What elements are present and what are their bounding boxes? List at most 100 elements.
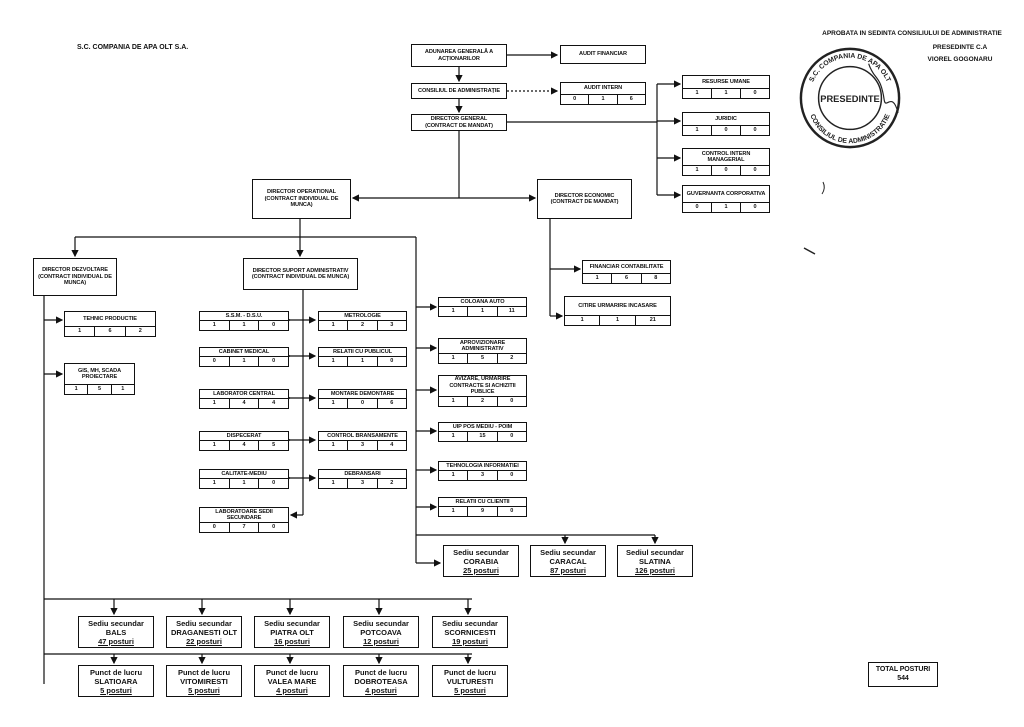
economic-dept-box-label: FINANCIAR CONTABILITATE: [589, 263, 664, 270]
audit-intern-label: AUDIT INTERN: [583, 85, 623, 92]
suport-left-box-label: LABORATOR CENTRAL: [213, 390, 275, 397]
aga-box[interactable]: ADUNAREA GENERALĂ A ACȚIONARILOR: [411, 44, 507, 67]
headcount-cell: 1: [347, 357, 376, 366]
suport-left-box-label: S.S.M. - D.S.U.: [225, 312, 263, 319]
director-suport-box[interactable]: DIRECTOR SUPORT ADMINISTRATIV (CONTRACT …: [243, 258, 358, 290]
site-line-3: 16 posturi: [274, 637, 310, 646]
headcount-cell: 1: [695, 90, 699, 96]
headcount-cell: 0: [258, 321, 288, 330]
operational-dept-box[interactable]: AVIZARE, URMARIRE CONTRACTE SI ACHIZITII…: [438, 375, 527, 407]
headcount-cell: 4: [258, 399, 288, 408]
headcount-cell: 6: [94, 327, 124, 336]
director-operational-label: DIRECTOR OPERATIONAL (CONTRACT INDIVIDUA…: [264, 189, 339, 209]
site-line-3: 5 posturi: [188, 686, 220, 695]
director-economic-box[interactable]: DIRECTOR ECONOMIC (CONTRACT DE MANDAT): [537, 179, 632, 219]
site-line-3: 47 posturi: [98, 637, 134, 646]
suport-left-box-label: LABORATOARE SEDII SECUNDARE: [215, 508, 273, 521]
headcount-cell: 21: [634, 316, 670, 325]
site-line-1: Punct de lucru: [177, 668, 231, 677]
headcount-cell: 6: [376, 399, 406, 408]
director-dezvoltare-box[interactable]: DIRECTOR DEZVOLTARE (CONTRACT INDIVIDUAL…: [33, 258, 117, 296]
site-line-2: DOBROTEASA: [354, 677, 408, 686]
operational-dept-box-label: COLOANA AUTO: [460, 298, 505, 305]
headcount-cell: 5: [467, 354, 496, 363]
suport-left-box-label: DISPECERAT: [226, 432, 262, 439]
site-line-1: Sediu secundar: [540, 548, 596, 557]
site-line-3: 19 posturi: [452, 637, 488, 646]
headcount-cell: 1: [451, 508, 455, 514]
director-suport-label: DIRECTOR SUPORT ADMINISTRATIV (CONTRACT …: [251, 267, 350, 280]
site-line-1: Sediu secundar: [176, 619, 232, 628]
headcount-cell: 15: [467, 432, 496, 441]
site-line-1: Punct de lucru: [354, 668, 408, 677]
site-line-1: Sediul secundar: [626, 548, 684, 557]
headcount-cell: 6: [616, 95, 645, 104]
company-name: S.C. COMPANIA DE APA OLT S.A.: [77, 44, 189, 51]
total-label: TOTAL POSTURI: [875, 666, 931, 674]
operational-dept-box-label: AVIZARE, URMARIRE CONTRACTE SI ACHIZITII…: [449, 376, 516, 396]
headcount-cell: 1: [695, 127, 699, 133]
consiliu-box[interactable]: CONSILIUL DE ADMINISTRAȚIE: [411, 83, 507, 99]
site-line-1: Punct de lucru: [443, 668, 497, 677]
operational-dept-box-label: APROVIZIONARE ADMINISTRATIV: [459, 339, 506, 352]
suport-right-box-label: MONTARE DEMONTARE: [330, 390, 395, 397]
site-line-3: 22 posturi: [186, 637, 222, 646]
site-line-3: 87 posturi: [550, 566, 586, 575]
suport-right-box-label: DEBRANSARI: [344, 470, 381, 477]
headcount-cell: 1: [595, 275, 599, 281]
headcount-cell: 0: [212, 524, 216, 530]
site-line-1: Punct de lucru: [265, 668, 319, 677]
director-operational-box[interactable]: DIRECTOR OPERATIONAL (CONTRACT INDIVIDUA…: [252, 179, 351, 219]
approval-line-2: PRESEDINTE C.A: [932, 44, 988, 51]
director-general-label: DIRECTOR GENERAL (CONTRACT DE MANDAT): [425, 116, 493, 129]
headcount-cell: 4: [228, 441, 259, 450]
headcount-cell: 1: [331, 480, 335, 486]
audit-financiar-box[interactable]: AUDIT FINANCIAR: [560, 45, 646, 64]
director-general-box[interactable]: DIRECTOR GENERAL (CONTRACT DE MANDAT): [411, 114, 507, 131]
dezvoltare-dept-box-label: GIS, MH, SCADA PROIECTARE: [77, 367, 122, 380]
headcount-cell: 1: [711, 203, 740, 212]
headcount-cell: 0: [711, 166, 740, 175]
director-economic-label: DIRECTOR ECONOMIC (CONTRACT DE MANDAT): [550, 192, 619, 205]
headcount-cell: 2: [124, 327, 155, 336]
site-line-2: DRAGANESTI OLT: [170, 628, 238, 637]
